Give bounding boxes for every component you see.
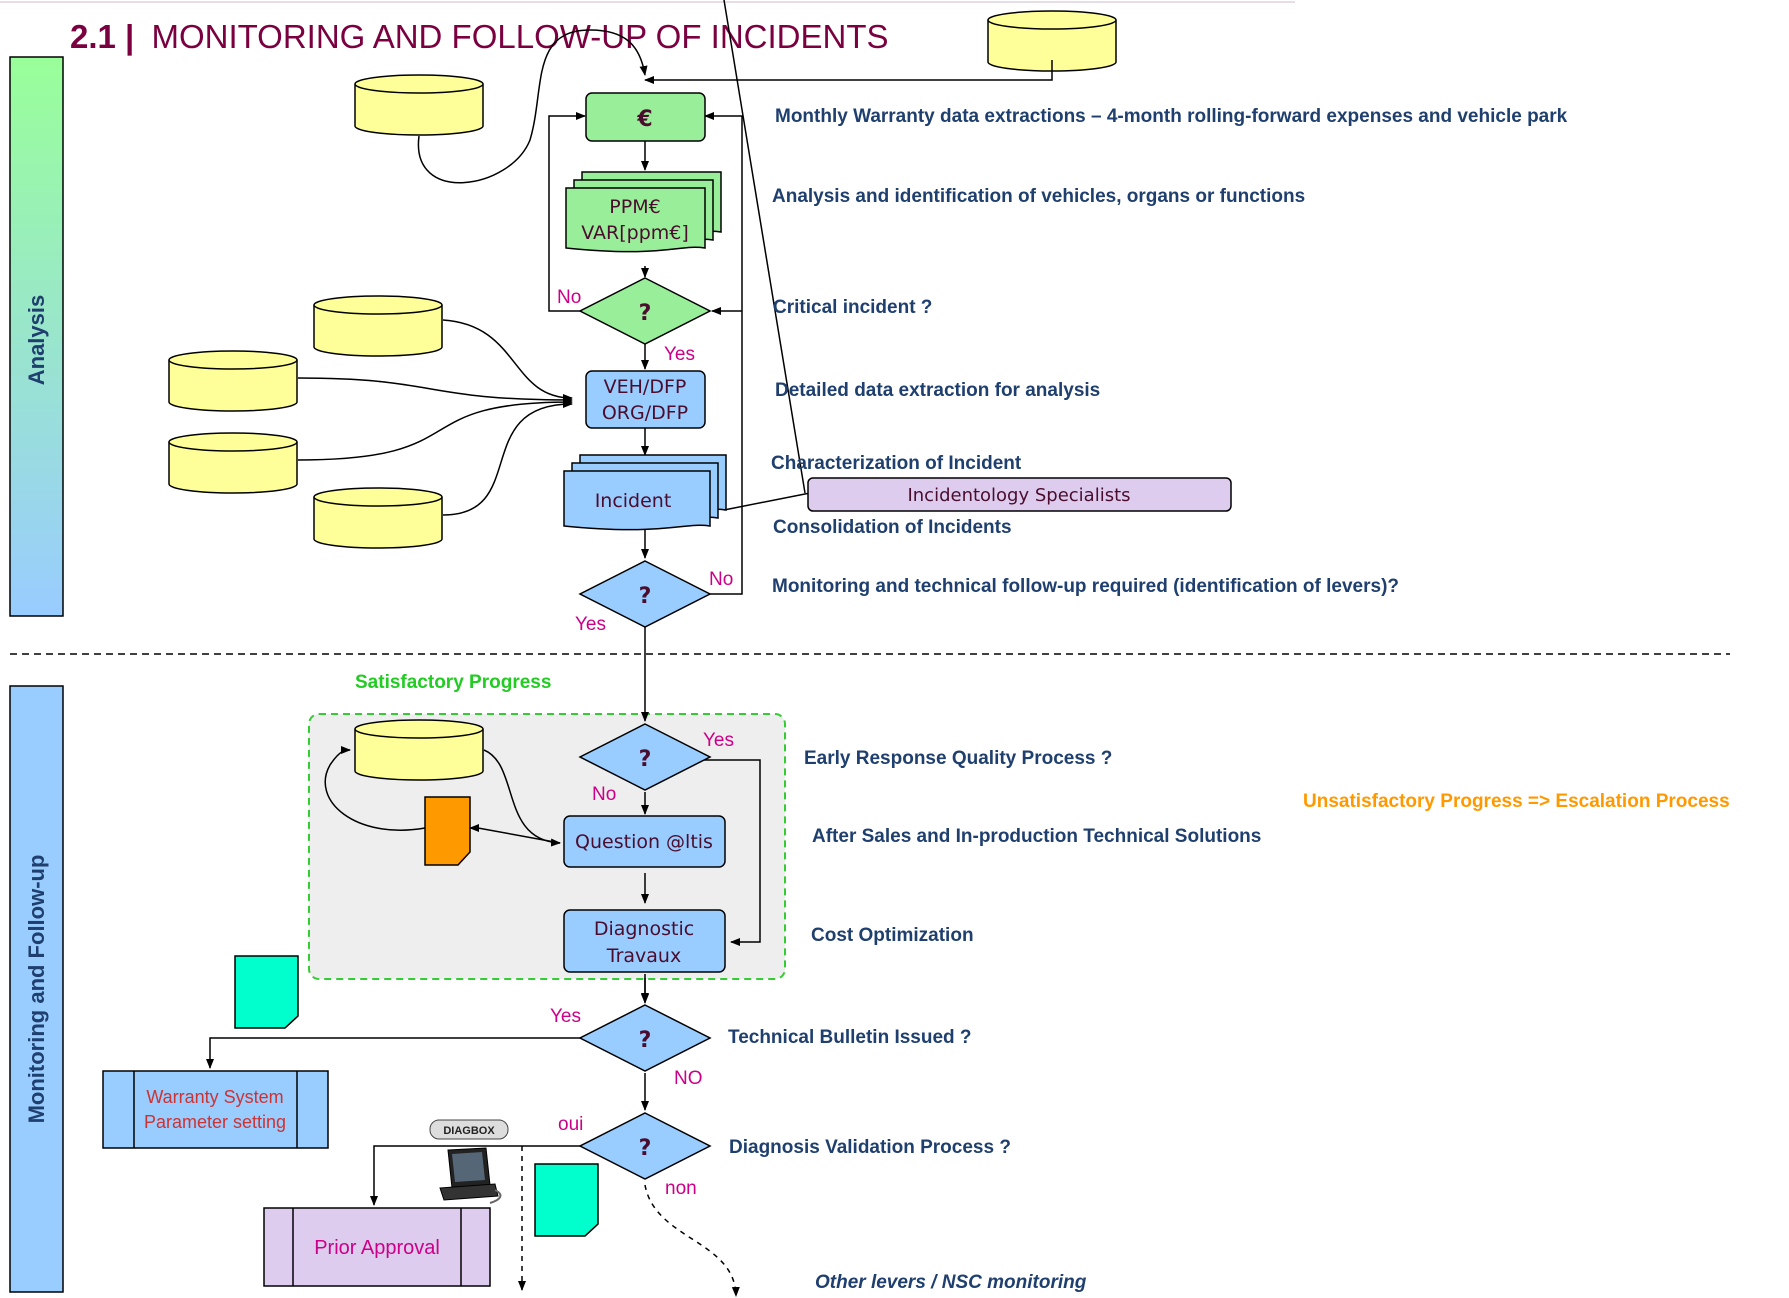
warranty-cost-node — [585, 92, 706, 142]
database-2 — [168, 350, 298, 412]
early-yes-label: Yes — [703, 730, 734, 751]
question-altis-label: Question @ltis — [575, 831, 713, 853]
database-3 — [168, 432, 298, 494]
bulletin-no-label: NO — [674, 1068, 703, 1089]
desc-cost-optimization: Cost Optimization — [811, 925, 974, 946]
warranty-system-node — [102, 1070, 329, 1149]
early-response-decision — [578, 723, 712, 791]
validation-non-label: non — [665, 1178, 697, 1199]
analysis-phase-bar — [9, 56, 64, 617]
diagbox-logo — [429, 1119, 509, 1140]
desc-other-levers: Other levers / NSC monitoring — [815, 1272, 1087, 1293]
critical-no-label: No — [557, 287, 581, 308]
unsatisfactory-progress-label: Unsatisfactory Progress => Escalation Pr… — [1303, 791, 1730, 812]
question-altis-node — [563, 815, 726, 868]
database-top-left — [354, 74, 484, 136]
desc-critical-incident: Critical incident ? — [773, 297, 932, 318]
incidentology-specialists-node — [807, 477, 1232, 512]
desc-analysis-identification: Analysis and identification of vehicles,… — [772, 186, 1305, 207]
critical-incident-decision — [578, 277, 712, 345]
incident-label: Incident — [595, 490, 672, 512]
technical-bulletin-decision — [578, 1004, 712, 1072]
ppm-multidoc-node — [565, 171, 722, 253]
monitoring-required-decision — [578, 560, 712, 628]
connectors — [206, 0, 1053, 1297]
desc-characterization: Characterization of Incident — [771, 453, 1022, 474]
cyan-document-2 — [534, 1163, 599, 1237]
prior-approval-label: Prior Approval — [314, 1237, 440, 1259]
database-monitoring — [354, 719, 484, 781]
database-1 — [313, 295, 443, 357]
satisfactory-progress-label: Satisfactory Progress — [355, 672, 551, 693]
diagnostic-label: Diagnostic — [594, 918, 694, 940]
decision-mark-4: ? — [639, 1028, 652, 1053]
prior-approval-node — [263, 1207, 491, 1287]
desc-monitoring-required: Monitoring and technical follow-up requi… — [772, 576, 1399, 597]
desc-diagnosis-validation: Diagnosis Validation Process ? — [729, 1137, 1011, 1158]
veh-dfp-label: VEH/DFP — [604, 376, 687, 398]
warranty-system-label: Warranty System — [146, 1087, 283, 1107]
analysis-phase-label: Analysis — [24, 295, 49, 386]
diagnosis-validation-decision — [578, 1112, 712, 1180]
desc-monthly: Monthly Warranty data extractions – 4-mo… — [775, 106, 1568, 127]
travaux-label: Travaux — [606, 945, 681, 967]
desc-detailed-extraction: Detailed data extraction for analysis — [775, 380, 1100, 401]
decision-mark-2: ? — [639, 584, 652, 609]
desc-after-sales: After Sales and In-production Technical … — [812, 826, 1261, 847]
specialists-link — [723, 492, 811, 511]
decision-mark-3: ? — [639, 747, 652, 772]
monitoring-no-label: No — [709, 569, 733, 590]
desc-consolidation: Consolidation of Incidents — [773, 517, 1012, 538]
ppm-label: PPM€ — [609, 196, 660, 218]
euro-symbol: € — [636, 107, 652, 132]
page-title: 2.1 | MONITORING AND FOLLOW-UP OF INCIDE… — [70, 18, 889, 55]
decision-mark-1: ? — [639, 301, 652, 326]
cyan-document-1 — [234, 955, 299, 1029]
critical-yes-label: Yes — [664, 344, 695, 365]
diagnostic-laptop-icon — [439, 1147, 502, 1204]
monitoring-phase-label: Monitoring and Follow-up — [24, 855, 49, 1124]
decision-mark-5: ? — [639, 1136, 652, 1161]
org-dfp-label: ORG/DFP — [602, 402, 688, 424]
desc-technical-bulletin: Technical Bulletin Issued ? — [728, 1027, 972, 1048]
incident-multidoc-node — [563, 454, 727, 531]
early-no-label: No — [592, 784, 616, 805]
database-4 — [313, 487, 443, 549]
monitoring-phase-bar — [9, 685, 64, 1293]
diagbox-logo-text: DIAGBOX — [443, 1125, 495, 1137]
bulletin-yes-label: Yes — [550, 1006, 581, 1027]
var-ppm-label: VAR[ppm€] — [581, 222, 689, 244]
monitoring-yes-label: Yes — [575, 614, 606, 635]
desc-early-response: Early Response Quality Process ? — [804, 748, 1112, 769]
incidentology-specialists-label: Incidentology Specialists — [907, 485, 1130, 506]
veh-org-dfp-node — [585, 370, 706, 429]
diagnostic-travaux-node — [563, 909, 726, 973]
orange-document — [424, 796, 471, 866]
validation-oui-label: oui — [558, 1114, 583, 1135]
parameter-setting-label: Parameter setting — [144, 1112, 286, 1132]
